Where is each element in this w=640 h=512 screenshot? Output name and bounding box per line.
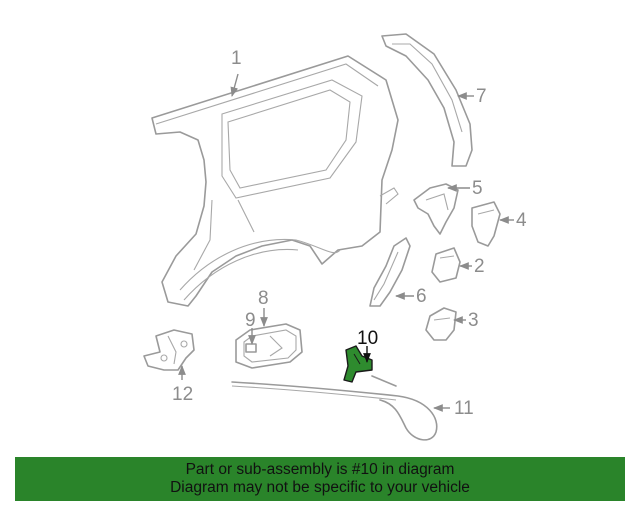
callout-4: 4 [516, 210, 527, 231]
pillar-trim-part[interactable] [381, 33, 473, 167]
lower-mount-part[interactable] [425, 307, 457, 341]
quarter-panel-part[interactable] [151, 55, 399, 307]
callout-3: 3 [468, 310, 479, 331]
side-bracket-part[interactable] [471, 201, 501, 247]
callout-10-highlighted: 10 [357, 328, 378, 349]
callout-5: 5 [472, 178, 483, 199]
callout-11: 11 [454, 398, 474, 419]
panel-strip-part[interactable] [369, 237, 411, 307]
callout-9: 9 [245, 310, 256, 331]
callout-2: 2 [474, 256, 485, 277]
mount-part[interactable] [431, 247, 461, 283]
release-cable-part[interactable] [231, 375, 438, 441]
callout-7: 7 [476, 86, 487, 107]
callout-1: 1 [231, 48, 242, 69]
banner-line-2: Diagram may not be specific to your vehi… [170, 479, 470, 496]
leader-line-1 [230, 73, 239, 97]
callout-12: 12 [172, 384, 193, 405]
callout-8: 8 [258, 288, 269, 309]
release-lever-part-highlighted[interactable] [343, 345, 373, 383]
bracket-part[interactable] [413, 183, 459, 235]
callout-6: 6 [416, 286, 427, 307]
banner-line-1: Part or sub-assembly is #10 in diagram [185, 461, 455, 478]
info-banner: Part or sub-assembly is #10 in diagram D… [15, 457, 625, 501]
parts-diagram: 1 7 5 4 2 3 6 8 9 10 11 12 [143, 33, 527, 441]
hinge-part[interactable] [143, 329, 195, 371]
